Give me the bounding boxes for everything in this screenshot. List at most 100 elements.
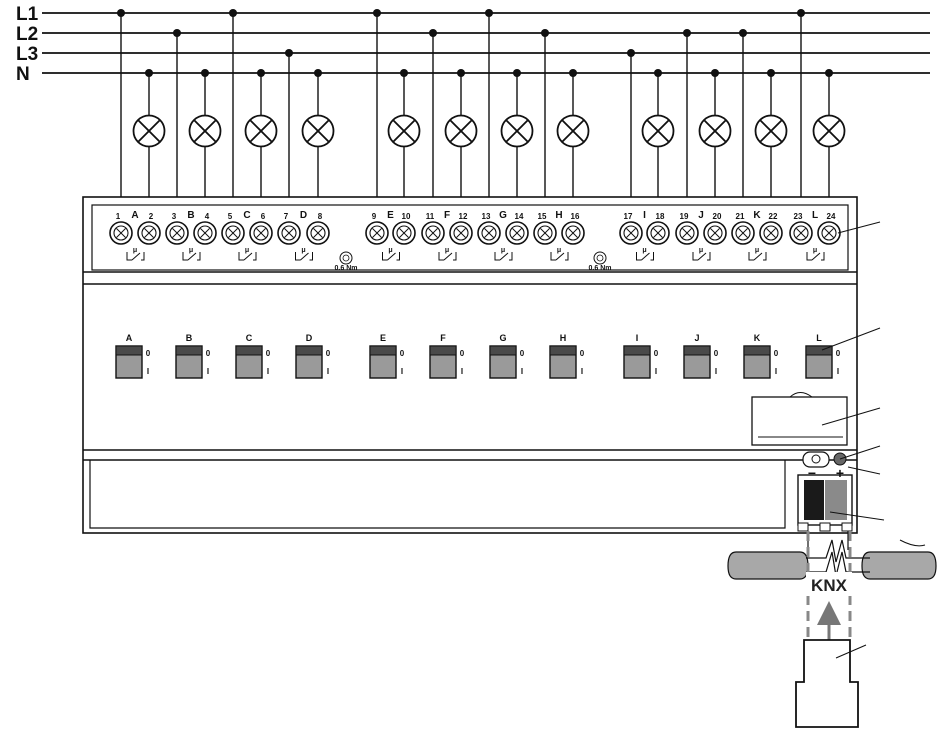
manual-switch-l[interactable]: L0I — [805, 333, 841, 379]
terminal-screw[interactable] — [137, 221, 161, 245]
terminal-screw[interactable] — [165, 221, 189, 245]
junction-dot — [314, 69, 322, 77]
terminal-channel-letter: I — [643, 210, 646, 221]
terminal-screw[interactable] — [306, 221, 330, 245]
switch-channel-letter: D — [306, 333, 313, 343]
contact-symbol: μ — [501, 247, 505, 254]
terminal-screw[interactable] — [646, 221, 670, 245]
junction-dot — [654, 69, 662, 77]
lamp-icon — [698, 114, 732, 148]
terminal-number: 21 — [736, 212, 745, 221]
terminal-screw[interactable] — [561, 221, 585, 245]
relay-contact-icon: μ — [494, 247, 513, 261]
relay-contact-icon: μ — [126, 247, 145, 261]
junction-dot — [711, 69, 719, 77]
switch-off-label: 0 — [714, 349, 719, 358]
terminal-block-frame — [91, 204, 849, 271]
lamp-icon — [444, 114, 478, 148]
switch-channel-letter: A — [126, 333, 133, 343]
relay-contact-icon: μ — [382, 247, 400, 261]
switch-lever — [623, 345, 651, 356]
relay-contact-icon: μ — [692, 247, 711, 261]
terminal-screw[interactable] — [109, 221, 133, 245]
terminal-screw[interactable] — [789, 221, 813, 245]
manual-switch-g[interactable]: G0I — [489, 333, 525, 379]
terminal-screw[interactable] — [703, 221, 727, 245]
manual-switch-a[interactable]: A 0I — [115, 333, 151, 379]
terminal-number: 23 — [794, 212, 803, 221]
terminal-screw[interactable] — [759, 221, 783, 245]
terminal-screw[interactable] — [277, 221, 301, 245]
knx-terminal-plus — [825, 480, 847, 520]
switch-channel-letter: G — [499, 333, 506, 343]
contact-symbol: μ — [445, 247, 449, 254]
terminal-screw[interactable] — [249, 221, 273, 245]
switch-off-label: 0 — [146, 349, 151, 358]
terminal-screw[interactable] — [533, 221, 557, 245]
terminal-screw[interactable] — [365, 221, 389, 245]
junction-dot — [485, 9, 493, 17]
switch-off-label: 0 — [266, 349, 271, 358]
junction-dot — [429, 29, 437, 37]
switch-lever — [369, 345, 397, 356]
manual-switch-h[interactable]: H0I — [549, 333, 585, 379]
manual-switch-k[interactable]: K0I — [743, 333, 779, 379]
manual-switch-f[interactable]: F0I — [429, 333, 465, 379]
terminal-channel-letter: E — [387, 210, 394, 221]
terminal-screw[interactable] — [675, 221, 699, 245]
actuator-housing — [82, 196, 858, 534]
terminal-screw[interactable] — [193, 221, 217, 245]
manual-switch-c[interactable]: C0I — [235, 333, 271, 379]
terminal-number: 3 — [172, 212, 177, 221]
terminal-channel-letter: J — [698, 210, 704, 221]
manual-switch-i[interactable]: I0I — [623, 333, 659, 379]
terminal-number: 16 — [571, 212, 580, 221]
switch-off-label: 0 — [400, 349, 405, 358]
terminal-screw[interactable] — [449, 221, 473, 245]
switch-lever — [429, 345, 457, 356]
terminal-screw[interactable] — [221, 221, 245, 245]
lamp-icon — [132, 114, 166, 148]
junction-dot — [825, 69, 833, 77]
manual-switch-b[interactable]: B0I — [175, 333, 211, 379]
switch-channel-letter: H — [560, 333, 567, 343]
knx-plug — [795, 639, 859, 728]
terminal-number: 24 — [827, 212, 836, 221]
terminal-screw[interactable] — [505, 221, 529, 245]
manual-switch-j[interactable]: J0I — [683, 333, 719, 379]
knx-label: KNX — [811, 576, 848, 595]
bus-label-l2: L2 — [16, 24, 38, 45]
manual-switch-d[interactable]: D0I — [295, 333, 331, 379]
terminal-screw[interactable] — [619, 221, 643, 245]
junction-dot — [229, 9, 237, 17]
terminal-screw[interactable] — [477, 221, 501, 245]
terminal-screw[interactable] — [731, 221, 755, 245]
relay-contact-icon: μ — [806, 247, 825, 261]
torque-label: 0.6 Nm — [335, 265, 358, 272]
terminal-screw[interactable] — [817, 221, 841, 245]
lamp-icon — [556, 114, 590, 148]
lamp-icon — [244, 114, 278, 148]
switch-channel-letter: J — [694, 333, 699, 343]
terminal-screw[interactable] — [392, 221, 416, 245]
lamp-icon — [188, 114, 222, 148]
manual-switch-e[interactable]: E0I — [369, 333, 405, 379]
switch-on-label: I — [655, 367, 657, 376]
torque-label: 0.6 Nm — [589, 265, 612, 272]
terminal-number: 5 — [228, 212, 233, 221]
junction-dot — [513, 69, 521, 77]
switch-on-label: I — [581, 367, 583, 376]
relay-contact-icon: μ — [438, 247, 457, 261]
switch-off-label: 0 — [460, 349, 465, 358]
torque-indicator-1: 0.6 Nm — [335, 251, 358, 272]
terminal-screw[interactable] — [421, 221, 445, 245]
junction-dot — [683, 29, 691, 37]
terminal-number: 17 — [624, 212, 633, 221]
junction-dot — [173, 29, 181, 37]
terminal-number: 1 — [116, 212, 121, 221]
terminal-number: 12 — [459, 212, 468, 221]
junction-dot — [201, 69, 209, 77]
contact-symbol: μ — [245, 247, 249, 254]
switch-on-label: I — [147, 367, 149, 376]
terminal-number: 7 — [284, 212, 289, 221]
